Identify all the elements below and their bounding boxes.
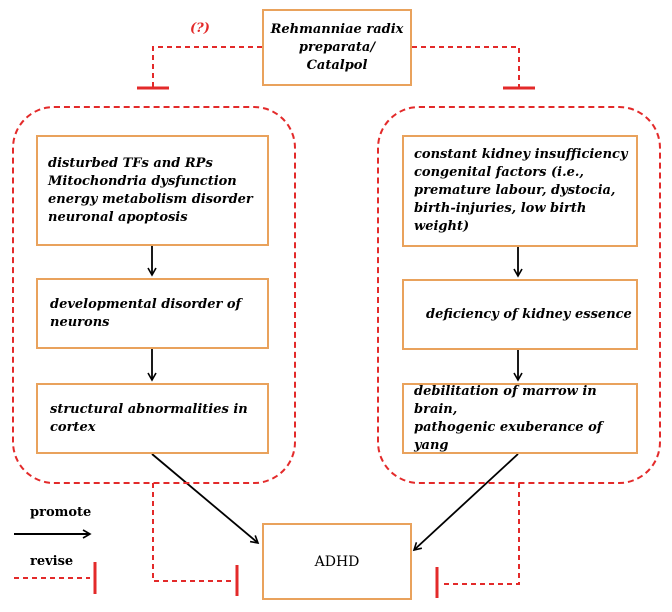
right-box-1-line-2: congenital factors (i.e., [414, 165, 584, 180]
intervention-line-3: Catalpol [306, 57, 368, 73]
right-box-1-line-4: birth-injuries, low birth weight) [414, 201, 587, 234]
bottom-left-inhibit-line [152, 483, 234, 582]
top-left-inhibit-line [152, 46, 262, 87]
left-box-1-line-3: energy metabolism disorder [48, 191, 253, 207]
left-box-2: developmental disorder of neurons [36, 278, 269, 349]
right-box-3-line-1: debilitation of marrow in brain, [414, 383, 597, 417]
left-box-3-line-1: structural abnormalities in [50, 401, 248, 417]
left-box-2-line-1: developmental disorder of [50, 296, 242, 312]
intervention-line-1: Rehmanniae radix [270, 21, 404, 37]
left-box-3: structural abnormalities in cortex [36, 383, 269, 454]
left-box-3-line-2: cortex [50, 419, 96, 435]
left-mechanism-panel [12, 106, 296, 484]
right-promote-arrow [412, 453, 519, 552]
right-box-1: constant kidney insufficiency congenital… [402, 135, 638, 247]
left-box-1-line-1: disturbed TFs and RPs [48, 155, 213, 171]
right-box-1-line-3: premature labour, dystocia, [414, 183, 616, 198]
left-box-2-line-2: neurons [50, 314, 110, 330]
intervention-box: Rehmanniae radix preparata/ Catalpol [262, 9, 412, 86]
left-promote-arrow [151, 453, 260, 545]
adhd-box: ADHD [262, 523, 412, 600]
adhd-label: ADHD [314, 553, 360, 570]
bottom-right-inhibit-line [440, 483, 520, 585]
right-box-3-line-2: pathogenic exuberance of yang [414, 419, 603, 453]
left-box-1-line-2: Mitochondria dysfunction [48, 173, 237, 189]
right-mechanism-panel [377, 106, 661, 484]
top-right-inhibit-line [412, 46, 520, 87]
right-box-3: debilitation of marrow in brain, pathoge… [402, 383, 638, 454]
legend-revise-label: revise [30, 554, 74, 569]
legend-promote-label: promote [30, 505, 92, 520]
left-box-1-line-4: neuronal apoptosis [48, 209, 188, 225]
right-box-2-line-1: deficiency of kidney essence [426, 306, 632, 322]
question-mark: (?) [190, 21, 210, 36]
right-box-1-line-1: constant kidney insufficiency [414, 147, 628, 162]
intervention-line-2: preparata/ [298, 39, 376, 55]
right-box-2: deficiency of kidney essence [402, 279, 638, 350]
left-box-1: disturbed TFs and RPs Mitochondria dysfu… [36, 135, 269, 246]
